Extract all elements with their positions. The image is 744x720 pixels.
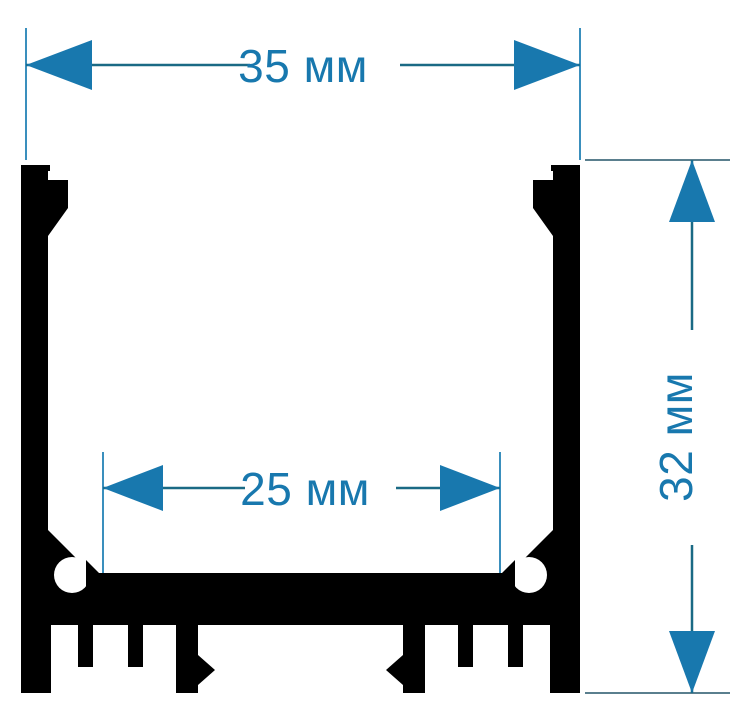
dimension-label-35: 35 мм — [238, 40, 368, 92]
screw-boss-hole-right — [511, 557, 547, 593]
fin-thin-4 — [508, 625, 523, 667]
fin-thin-3 — [458, 625, 473, 667]
boss-slot-right — [497, 560, 515, 592]
profile-left-top-nub — [38, 165, 50, 171]
screw-boss-hole-left — [54, 557, 90, 593]
dimension-width-outer: 35 мм — [26, 40, 580, 92]
boss-slot-left — [86, 560, 104, 592]
fin-thin-2 — [128, 625, 143, 667]
extension-lines — [25, 28, 581, 580]
extension-lines-horizontal — [585, 159, 730, 694]
profile-left-wall — [21, 165, 68, 600]
arrowhead-left-35 — [26, 40, 92, 90]
dimension-width-inner: 25 мм — [103, 463, 500, 515]
dimension-label-32: 32 мм — [650, 372, 702, 502]
fin-leg-left-outer — [21, 625, 51, 693]
arrowhead-right-35 — [514, 40, 580, 90]
fin-barbed-left — [176, 625, 215, 693]
arrowhead-bottom-32 — [669, 631, 715, 693]
dimension-height-outer: 32 мм — [650, 160, 715, 693]
arrowhead-top-32 — [669, 160, 715, 222]
aluminium-profile-body — [21, 165, 580, 693]
arrowhead-right-25 — [440, 465, 500, 511]
fin-thin-1 — [78, 625, 93, 667]
arrowhead-left-25 — [103, 465, 163, 511]
fin-barbed-right — [386, 625, 425, 693]
dimension-label-25: 25 мм — [240, 463, 370, 515]
profile-bottom-slab — [21, 573, 580, 625]
profile-right-wall — [533, 165, 580, 600]
profile-right-top-nub — [551, 165, 563, 171]
fin-leg-right-outer — [550, 625, 580, 693]
